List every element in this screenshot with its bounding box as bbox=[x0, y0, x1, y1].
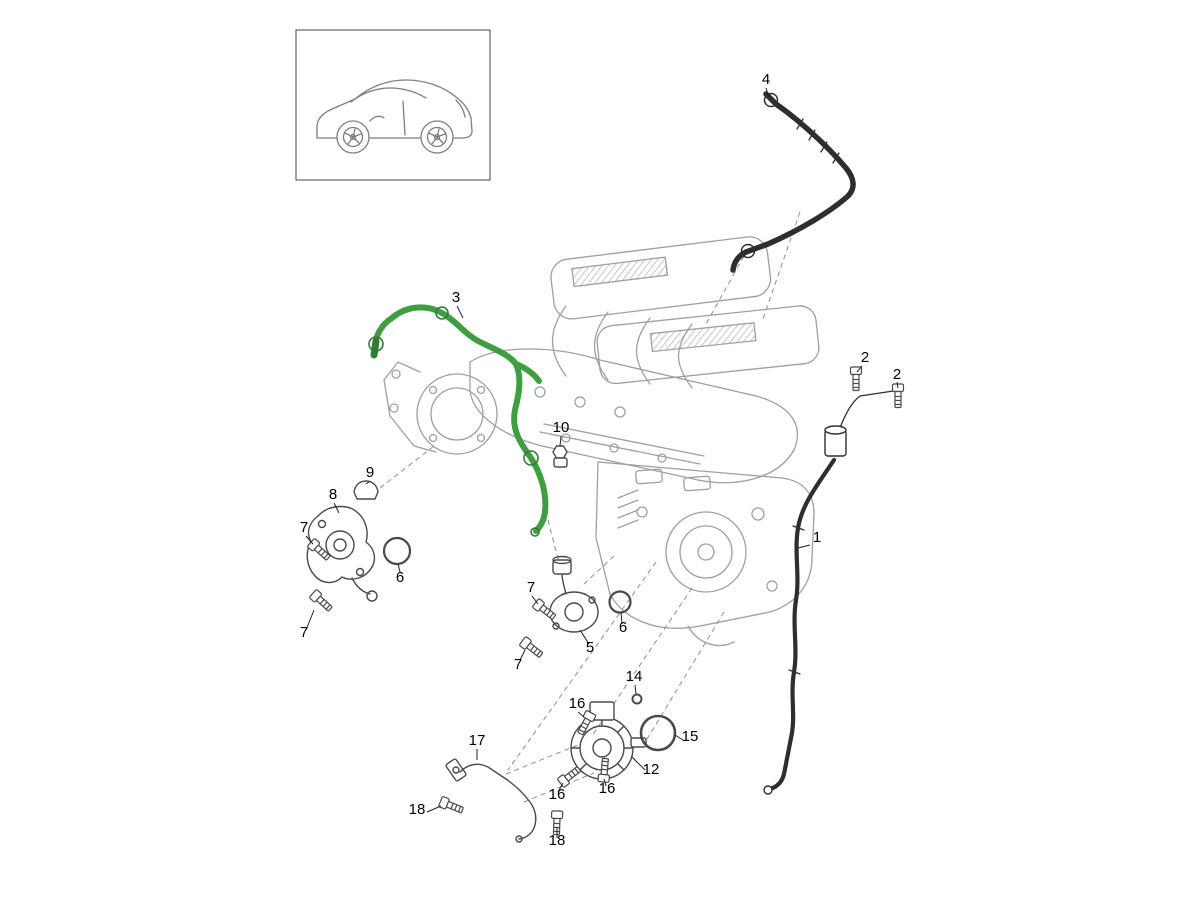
callout-3: 3 bbox=[452, 289, 460, 306]
manifold-base-outline bbox=[469, 348, 798, 484]
intake-plenum-upper bbox=[550, 236, 772, 320]
bolt-7-icon bbox=[308, 588, 335, 614]
hose-3-clamp-left bbox=[368, 336, 384, 352]
hose-3-top-run bbox=[389, 304, 519, 367]
bolt-2-icon bbox=[849, 366, 863, 392]
engine-block bbox=[595, 461, 815, 647]
bracket-2-rail bbox=[839, 389, 901, 429]
callout-10: 10 bbox=[553, 419, 570, 436]
oil-line-1-end-fitting bbox=[763, 785, 773, 795]
throttle-body bbox=[383, 361, 498, 455]
hose-4-end-elbow bbox=[730, 249, 749, 273]
hose-3-clamp-mid bbox=[523, 450, 539, 466]
hose-3-manifold-stub bbox=[513, 361, 542, 384]
bolt-7-icon bbox=[518, 635, 545, 661]
callout-4: 4 bbox=[762, 71, 770, 88]
callout-7-b: 7 bbox=[300, 624, 308, 641]
callout-leaders bbox=[305, 87, 899, 838]
engine-line-art bbox=[383, 236, 820, 647]
pipe-17-path bbox=[459, 763, 537, 840]
callout-15: 15 bbox=[682, 728, 699, 745]
o-ring-6-right bbox=[608, 590, 632, 614]
callout-16-b: 16 bbox=[549, 786, 566, 803]
callout-18-a: 18 bbox=[409, 801, 426, 818]
bolt-16-icon bbox=[556, 763, 583, 789]
callout-6-a: 6 bbox=[396, 569, 404, 586]
fuel-rail bbox=[539, 423, 705, 465]
hose-3-bottom-end bbox=[533, 509, 548, 534]
hose-3-down-run bbox=[511, 361, 549, 515]
oil-line-1-clamp-b bbox=[788, 669, 801, 675]
valve-1-cap bbox=[824, 425, 847, 435]
callout-7-a: 7 bbox=[300, 519, 308, 536]
green-hose-3-assembly bbox=[368, 304, 549, 537]
hose-4-corrugation bbox=[796, 118, 840, 164]
manifold-ports bbox=[534, 386, 626, 418]
vacuum-pump-12-assembly bbox=[570, 693, 677, 780]
callout-2-b: 2 bbox=[893, 366, 901, 383]
hose-3-end-cap bbox=[530, 527, 540, 537]
callout-5: 5 bbox=[586, 639, 594, 656]
intake-plenum-lower bbox=[596, 305, 820, 385]
oil-line-1-end bbox=[767, 771, 787, 792]
hose-4-clamp-bottom bbox=[740, 243, 756, 259]
callout-12: 12 bbox=[643, 761, 660, 778]
hose-4-assembly bbox=[730, 91, 856, 273]
callout-16-a: 16 bbox=[569, 695, 586, 712]
vehicle-thumbnail-icon bbox=[316, 79, 473, 154]
callout-7-c: 7 bbox=[527, 579, 535, 596]
pump-8-assembly bbox=[306, 480, 412, 602]
hose-4-top-fitting bbox=[763, 91, 779, 107]
intake-runners bbox=[551, 305, 693, 389]
callout-9: 9 bbox=[366, 464, 374, 481]
callout-16-c: 16 bbox=[599, 780, 616, 797]
pipe-17-flange bbox=[445, 758, 467, 782]
callout-labels: 4 2 2 3 10 9 8 7 7 6 5 6 7 7 1 14 15 16 … bbox=[300, 71, 901, 849]
front-wheel bbox=[420, 120, 454, 154]
pipe-17-assembly bbox=[445, 758, 537, 843]
o-ring-6-left bbox=[382, 536, 412, 566]
callout-1: 1 bbox=[813, 529, 821, 546]
clip-9 bbox=[353, 480, 379, 500]
hose-4-clamp-top bbox=[763, 92, 779, 108]
hose-4-path bbox=[743, 101, 856, 255]
callout-14: 14 bbox=[626, 668, 643, 685]
o-ring-14 bbox=[631, 693, 643, 705]
housing-5-assembly bbox=[549, 555, 632, 633]
vehicle-inset-border bbox=[295, 29, 491, 181]
hose-3-clamp-top bbox=[435, 306, 449, 320]
vehicle-inset bbox=[295, 29, 491, 181]
callout-6-b: 6 bbox=[619, 619, 627, 636]
callout-18-b: 18 bbox=[549, 832, 566, 849]
oil-line-1-assembly bbox=[763, 389, 901, 795]
callout-7-d: 7 bbox=[514, 656, 522, 673]
oil-line-1-clamp-a bbox=[792, 525, 805, 531]
callout-8: 8 bbox=[329, 486, 337, 503]
hose-3-left-connector bbox=[370, 337, 380, 359]
oil-line-1-path bbox=[781, 457, 837, 777]
o-ring-15 bbox=[639, 714, 677, 752]
fitting-10 bbox=[552, 445, 568, 468]
rear-wheel bbox=[336, 120, 370, 154]
callout-2-a: 2 bbox=[861, 349, 869, 366]
bolt-18-icon bbox=[437, 795, 465, 816]
callout-17: 17 bbox=[469, 732, 486, 749]
